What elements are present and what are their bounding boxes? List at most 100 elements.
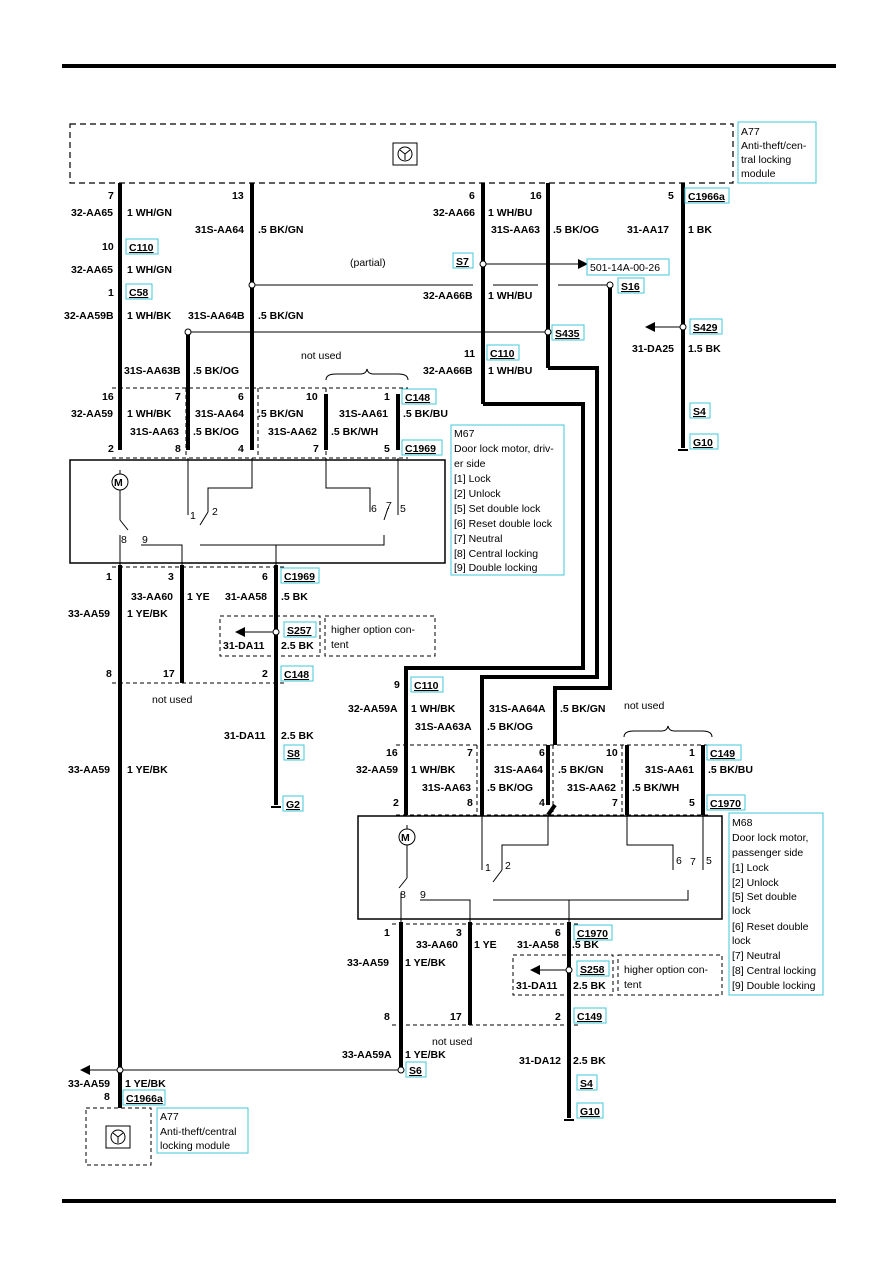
svg-text:[7] Neutral: [7] Neutral bbox=[732, 950, 780, 962]
svg-text:31S-AA64: 31S-AA64 bbox=[195, 408, 244, 420]
m67-motor-box bbox=[69, 459, 446, 564]
svg-text:11: 11 bbox=[464, 348, 475, 360]
module-icon-bottom bbox=[105, 1125, 131, 1149]
svg-text:1: 1 bbox=[384, 391, 390, 403]
svg-text:7: 7 bbox=[313, 443, 319, 455]
svg-text:M68: M68 bbox=[732, 817, 753, 829]
splice-s257: S257 bbox=[287, 625, 312, 637]
splice-s435: S435 bbox=[555, 328, 580, 340]
a77-bottom-label-box bbox=[156, 1107, 249, 1154]
svg-text:[8] Central locking: [8] Central locking bbox=[732, 965, 816, 977]
svg-text:[2] Unlock: [2] Unlock bbox=[732, 877, 779, 889]
svg-text:[2] Unlock: [2] Unlock bbox=[454, 488, 501, 500]
svg-text:A77: A77 bbox=[741, 126, 760, 138]
svg-text:3: 3 bbox=[168, 571, 174, 583]
svg-text:.5 BK/OG: .5 BK/OG bbox=[193, 365, 239, 377]
svg-text:10: 10 bbox=[606, 747, 618, 759]
svg-text:locking module: locking module bbox=[160, 1140, 230, 1152]
connector-c148: C148 bbox=[405, 392, 430, 404]
svg-text:.5 BK/GN: .5 BK/GN bbox=[560, 703, 606, 715]
braces bbox=[325, 368, 713, 738]
svg-text:[9] Double locking: [9] Double locking bbox=[454, 562, 538, 574]
reference-link[interactable]: 501-14A-00-26 bbox=[590, 262, 660, 274]
m67-motor-symbol: M bbox=[114, 477, 123, 489]
svg-text:M67: M67 bbox=[454, 428, 475, 440]
svg-text:[5] Set double lock: [5] Set double lock bbox=[454, 503, 541, 515]
m68-label-box bbox=[728, 812, 824, 996]
svg-text:31-AA58: 31-AA58 bbox=[517, 939, 559, 951]
svg-text:1 YE/BK: 1 YE/BK bbox=[127, 764, 168, 776]
svg-text:17: 17 bbox=[450, 1011, 462, 1023]
svg-text:33-AA60: 33-AA60 bbox=[131, 591, 173, 603]
svg-text:[9] Double locking: [9] Double locking bbox=[732, 980, 816, 992]
svg-text:[8] Central locking: [8] Central locking bbox=[454, 548, 538, 560]
svg-text:.5 BK/OG: .5 BK/OG bbox=[193, 426, 239, 438]
module-icon-top bbox=[392, 142, 418, 166]
m68-internals bbox=[398, 815, 704, 922]
svg-text:32-AA66B: 32-AA66B bbox=[423, 290, 473, 302]
svg-text:1 YE: 1 YE bbox=[187, 591, 210, 603]
svg-text:A77: A77 bbox=[160, 1111, 179, 1123]
svg-text:1: 1 bbox=[190, 510, 196, 522]
splice-s7: S7 bbox=[456, 256, 469, 268]
connector-c149: C149 bbox=[710, 748, 735, 760]
svg-text:16: 16 bbox=[102, 391, 114, 403]
connector-c110-b: C110 bbox=[490, 348, 515, 360]
svg-text:passenger side: passenger side bbox=[732, 847, 803, 859]
pin-numbers: 7 13 6 16 5 10 1 11 16 7 6 10 1 2 8 4 7 … bbox=[102, 190, 695, 1103]
svg-text:13: 13 bbox=[232, 190, 244, 202]
svg-text:2.5 BK: 2.5 BK bbox=[281, 640, 314, 652]
splice-s4-bottom: S4 bbox=[580, 1078, 593, 1090]
connector-c58: C58 bbox=[129, 287, 148, 299]
svg-text:32-AA59B: 32-AA59B bbox=[64, 310, 114, 322]
svg-text:2: 2 bbox=[393, 797, 399, 809]
svg-text:1 BK: 1 BK bbox=[688, 224, 712, 236]
svg-text:.5 BK/BU: .5 BK/BU bbox=[708, 764, 753, 776]
svg-text:.5 BK/OG: .5 BK/OG bbox=[553, 224, 599, 236]
svg-text:31S-AA63A: 31S-AA63A bbox=[415, 721, 472, 733]
svg-text:31S-AA61: 31S-AA61 bbox=[645, 764, 694, 776]
svg-text:6: 6 bbox=[555, 927, 561, 939]
svg-text:31-DA11: 31-DA11 bbox=[516, 980, 558, 992]
higher-option-label-1: higher option con- tent bbox=[331, 624, 416, 651]
svg-text:16: 16 bbox=[530, 190, 542, 202]
svg-text:31-DA12: 31-DA12 bbox=[519, 1055, 561, 1067]
higher-option-box-2 bbox=[617, 954, 723, 996]
svg-text:33-AA59: 33-AA59 bbox=[347, 957, 389, 969]
svg-text:33-AA60: 33-AA60 bbox=[416, 939, 458, 951]
svg-text:31-DA11: 31-DA11 bbox=[224, 730, 266, 742]
svg-text:1 YE: 1 YE bbox=[474, 939, 497, 951]
connector-c149-b: C149 bbox=[577, 1011, 602, 1023]
svg-text:Anti-theft/cen-: Anti-theft/cen- bbox=[741, 140, 807, 152]
svg-text:31S-AA64A: 31S-AA64A bbox=[489, 703, 546, 715]
splice-s16: S16 bbox=[621, 281, 640, 293]
m68-label: M68 Door lock motor, passenger side [1] … bbox=[732, 817, 816, 992]
svg-text:1: 1 bbox=[106, 571, 112, 583]
ground-g10-bottom: G10 bbox=[580, 1106, 600, 1118]
svg-text:1 WH/BU: 1 WH/BU bbox=[488, 290, 532, 302]
svg-text:Door lock motor,: Door lock motor, bbox=[732, 832, 808, 844]
splice-dots bbox=[116, 260, 687, 1074]
svg-text:.5 BK/WH: .5 BK/WH bbox=[331, 426, 378, 438]
svg-text:9: 9 bbox=[394, 679, 400, 691]
svg-text:.5 BK/OG: .5 BK/OG bbox=[487, 721, 533, 733]
svg-text:er side: er side bbox=[454, 458, 486, 470]
svg-text:8: 8 bbox=[121, 534, 127, 546]
svg-text:16: 16 bbox=[386, 747, 398, 759]
ground-g10-top: G10 bbox=[693, 437, 713, 449]
svg-text:10: 10 bbox=[102, 241, 114, 253]
connector-labels[interactable]: C1966a C110 C58 S7 S16 S435 S429 C110 S4… bbox=[122, 187, 746, 1119]
svg-text:8: 8 bbox=[400, 889, 406, 901]
svg-text:8: 8 bbox=[384, 1011, 390, 1023]
connector-c110-c: C110 bbox=[414, 680, 439, 692]
svg-text:2: 2 bbox=[262, 668, 268, 680]
svg-text:32-AA59A: 32-AA59A bbox=[348, 703, 398, 715]
svg-text:.5 BK/GN: .5 BK/GN bbox=[258, 310, 304, 322]
higher-option-box-1 bbox=[324, 615, 436, 657]
svg-text:6: 6 bbox=[539, 747, 545, 759]
connector-c1969-b: C1969 bbox=[284, 571, 315, 583]
not-used-2: not used bbox=[152, 694, 192, 706]
splice-s258: S258 bbox=[580, 964, 605, 976]
svg-text:1 WH/BK: 1 WH/BK bbox=[411, 703, 456, 715]
